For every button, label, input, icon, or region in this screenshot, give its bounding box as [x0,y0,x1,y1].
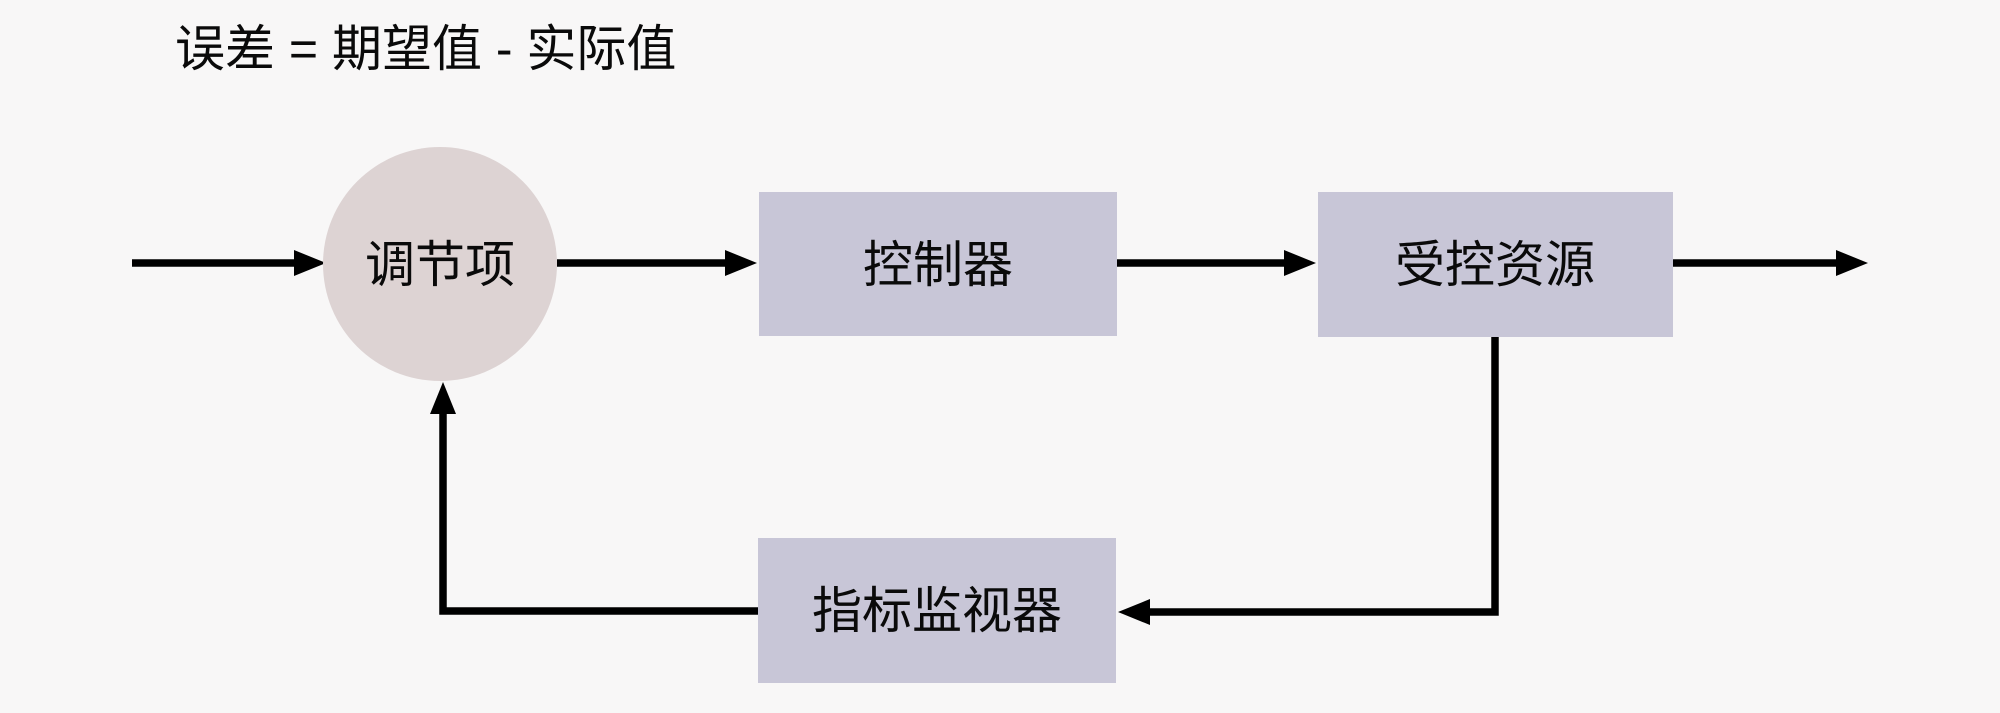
node-adjuster-label: 调节项 [365,237,515,293]
node-monitor-box [758,538,1116,683]
formula-label: 误差 = 期望值 - 实际值 [175,21,676,77]
arrow-output [1673,250,1868,276]
node-monitor-label: 指标监视器 [812,583,1062,639]
node-resource-box [1318,192,1673,337]
node-controller-box [759,192,1117,336]
node-adjuster-circle [323,147,557,381]
node-adjuster: 调节项 [323,147,557,381]
node-resource: 受控资源 [1318,192,1673,337]
arrow-adjuster-to-controller [557,250,757,276]
node-resource-label: 受控资源 [1395,237,1595,293]
arrow-monitor-to-adjuster [430,382,758,615]
node-controller-label: 控制器 [863,237,1013,293]
arrow-resource-to-monitor [1118,337,1499,625]
node-controller: 控制器 [759,192,1117,336]
arrow-controller-to-resource [1117,250,1316,276]
arrow-input [132,250,326,276]
node-monitor: 指标监视器 [758,538,1116,683]
